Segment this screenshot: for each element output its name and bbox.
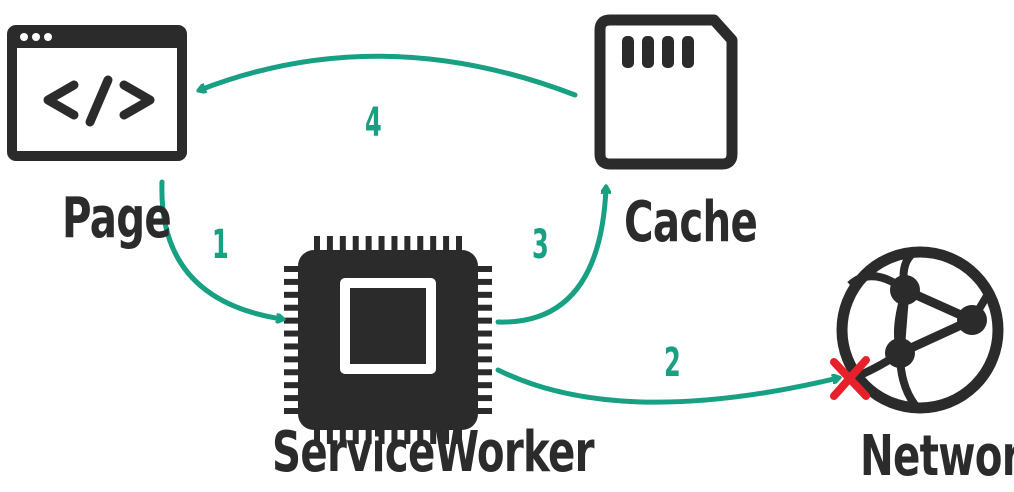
chip-pin [474,382,492,389]
chip-pin [474,266,492,272]
chip-pin [378,426,385,444]
step-1-arrow [159,179,282,319]
step-3-label: 3 [532,222,549,268]
chip-pin [474,356,492,363]
chip-pin [474,317,492,324]
sd-card-icon [594,14,738,170]
chip-pin [326,426,333,444]
chip-pin [430,236,437,254]
chip-pin [474,408,492,414]
chip-pin [284,317,302,324]
chip-pin [474,395,492,402]
chip-pin [391,236,398,254]
chip-pin [391,426,398,444]
network-globe-icon [836,246,1004,414]
chip-pin [430,426,437,444]
chip-pin [339,236,346,254]
chip-pin [443,426,450,444]
chip-pin [284,408,302,414]
network-label: Network [860,424,1014,489]
chip-pin [284,343,302,350]
chip-pin [284,356,302,363]
step-2-label: 2 [664,340,681,386]
chip-pin [284,266,302,272]
chip-pin [474,278,492,285]
chip-pin [456,426,462,444]
chip-pin [443,236,450,254]
chip-pin [314,236,320,254]
chip-pin [378,236,385,254]
code-window-icon [7,25,187,161]
step-1-label: 1 [212,222,229,268]
chip-pin [474,330,492,337]
step-3-arrow [495,188,606,325]
chip-pin [474,369,492,376]
failure-x-icon [830,356,870,400]
chip-pin [474,343,492,350]
service-worker-label: ServiceWorker [272,420,595,485]
chip-pin [352,426,359,444]
chip-pin [456,236,462,254]
chip-pin [284,395,302,402]
chip-pin [284,369,302,376]
chip-pin [284,291,302,298]
chip-pin [474,291,492,298]
cpu-chip-icon [284,236,492,444]
page-label: Page [62,186,172,251]
step-2-arrow [495,367,838,405]
chip-pin [417,236,424,254]
step-4-label: 4 [365,100,382,146]
chip-pin [352,236,359,254]
chip-pin [284,382,302,389]
chip-pin [284,278,302,285]
chip-pin [339,426,346,444]
chip-pin [326,236,333,254]
chip-pin [314,426,320,444]
cache-label: Cache [624,190,758,255]
chip-pin [365,236,372,254]
chip-pin [404,236,411,254]
chip-pin [474,304,492,311]
chip-pin [365,426,372,444]
chip-pin [284,304,302,311]
step-4-arrow [200,53,578,98]
chip-pin [404,426,411,444]
chip-pin [284,330,302,337]
chip-pin [417,426,424,444]
